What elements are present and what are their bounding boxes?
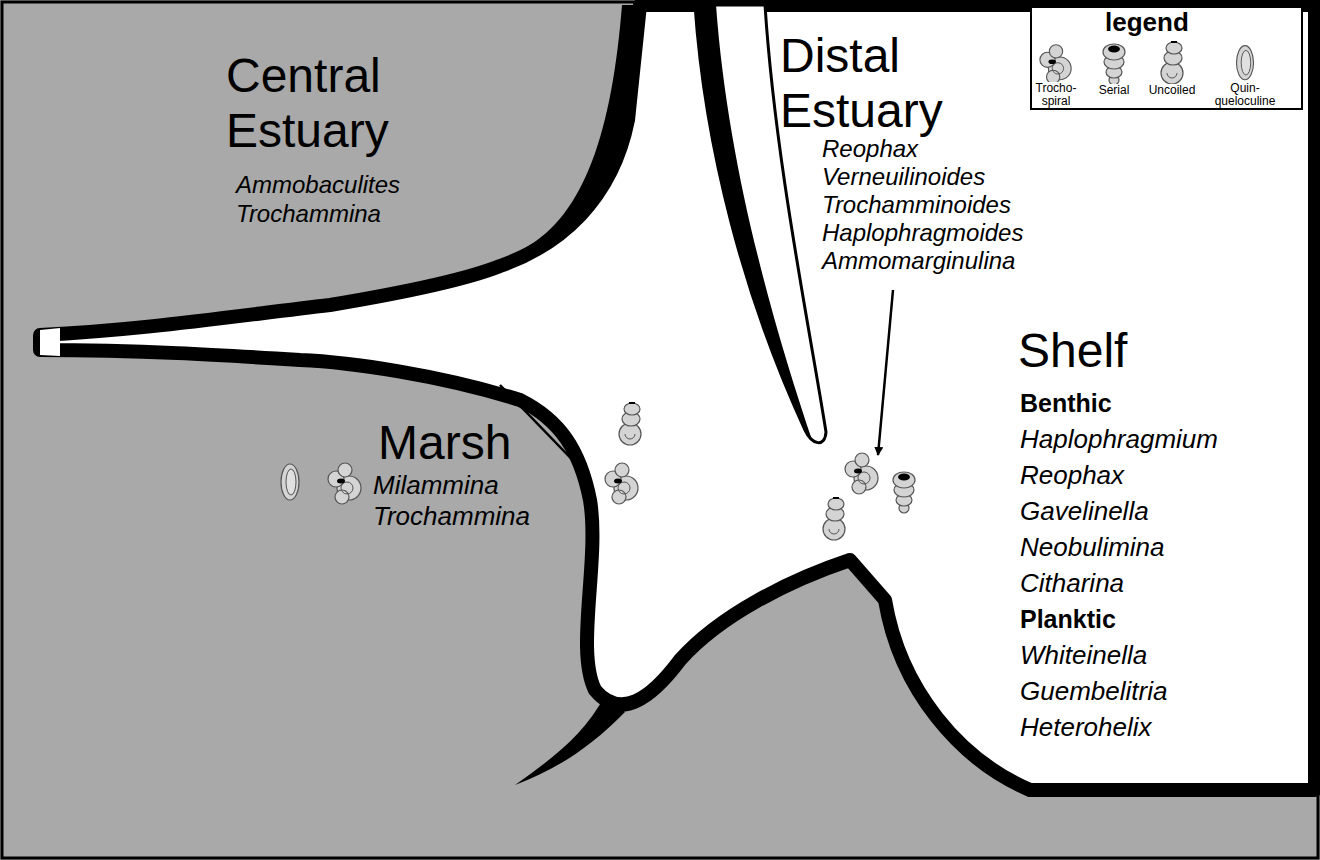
genus-name: Verneuilinoides bbox=[822, 163, 985, 191]
fossil-icon bbox=[328, 463, 361, 504]
legend-entry: Serial bbox=[1078, 40, 1150, 97]
genus-name: Trochamminoides bbox=[822, 191, 1011, 219]
legend-label: Quin-queloculine bbox=[1211, 82, 1279, 108]
genus-name: Heterohelix bbox=[1020, 713, 1152, 743]
genus-name: Reophax bbox=[1020, 461, 1124, 491]
legend-icon bbox=[1152, 40, 1192, 84]
region-name: Marsh bbox=[378, 415, 511, 470]
legend-entry: Uncoiled bbox=[1136, 40, 1208, 97]
legend-title: legend bbox=[1105, 8, 1189, 38]
marsh-channel bbox=[515, 695, 625, 785]
channel-end bbox=[40, 328, 60, 356]
legend-entry: Trocho-spiral bbox=[1020, 40, 1092, 108]
genus-name: Ammobaculites bbox=[236, 171, 400, 199]
legend-label: Uncoiled bbox=[1142, 84, 1202, 97]
region-name: Shelf bbox=[1018, 323, 1127, 378]
pointer-arrow bbox=[500, 385, 588, 476]
pointer-arrow bbox=[878, 290, 893, 455]
legend-label: Serial bbox=[1086, 84, 1142, 97]
fossil-icon bbox=[823, 497, 845, 540]
legend-icon-shape bbox=[1161, 41, 1183, 84]
region-name: Distal Estuary bbox=[780, 28, 1010, 138]
genus-name: Neobulimina bbox=[1020, 533, 1165, 563]
legend-icon bbox=[1094, 40, 1134, 84]
legend-entry: Quin-queloculine bbox=[1209, 40, 1281, 108]
genus-name: Ammomarginulina bbox=[822, 247, 1015, 275]
genus-name: Trochammina bbox=[373, 502, 530, 532]
water bbox=[40, 5, 1315, 790]
genus-name: Citharina bbox=[1020, 569, 1124, 599]
genus-name: Reophax bbox=[822, 135, 918, 163]
genus-name: Haplophragmium bbox=[1020, 425, 1218, 455]
fossil-icon bbox=[619, 402, 641, 445]
legend-icon bbox=[1225, 40, 1265, 82]
group-heading: Planktic bbox=[1020, 605, 1116, 634]
genus-name: Trochammina bbox=[236, 200, 381, 228]
genus-name: Whiteinella bbox=[1020, 641, 1147, 671]
fossil-icon bbox=[605, 463, 638, 504]
legend-icon bbox=[1036, 40, 1076, 82]
genus-name: Milammina bbox=[373, 471, 499, 501]
legend-label: Trocho-spiral bbox=[1028, 82, 1084, 108]
fossil-icon bbox=[281, 464, 299, 500]
fossil-icon bbox=[893, 472, 915, 513]
marsh-fringe bbox=[500, 5, 640, 266]
legend-icon-shape bbox=[1236, 46, 1253, 80]
legend-icon-shape bbox=[1103, 44, 1125, 84]
region-name: Central Estuary bbox=[226, 48, 456, 158]
legend-icon-shape bbox=[1040, 45, 1071, 82]
genus-name: Guembelitria bbox=[1020, 677, 1167, 707]
fossil-icon bbox=[845, 453, 878, 494]
genus-name: Haplophragmoides bbox=[822, 219, 1023, 247]
group-heading: Benthic bbox=[1020, 389, 1112, 418]
genus-name: Gavelinella bbox=[1020, 497, 1149, 527]
